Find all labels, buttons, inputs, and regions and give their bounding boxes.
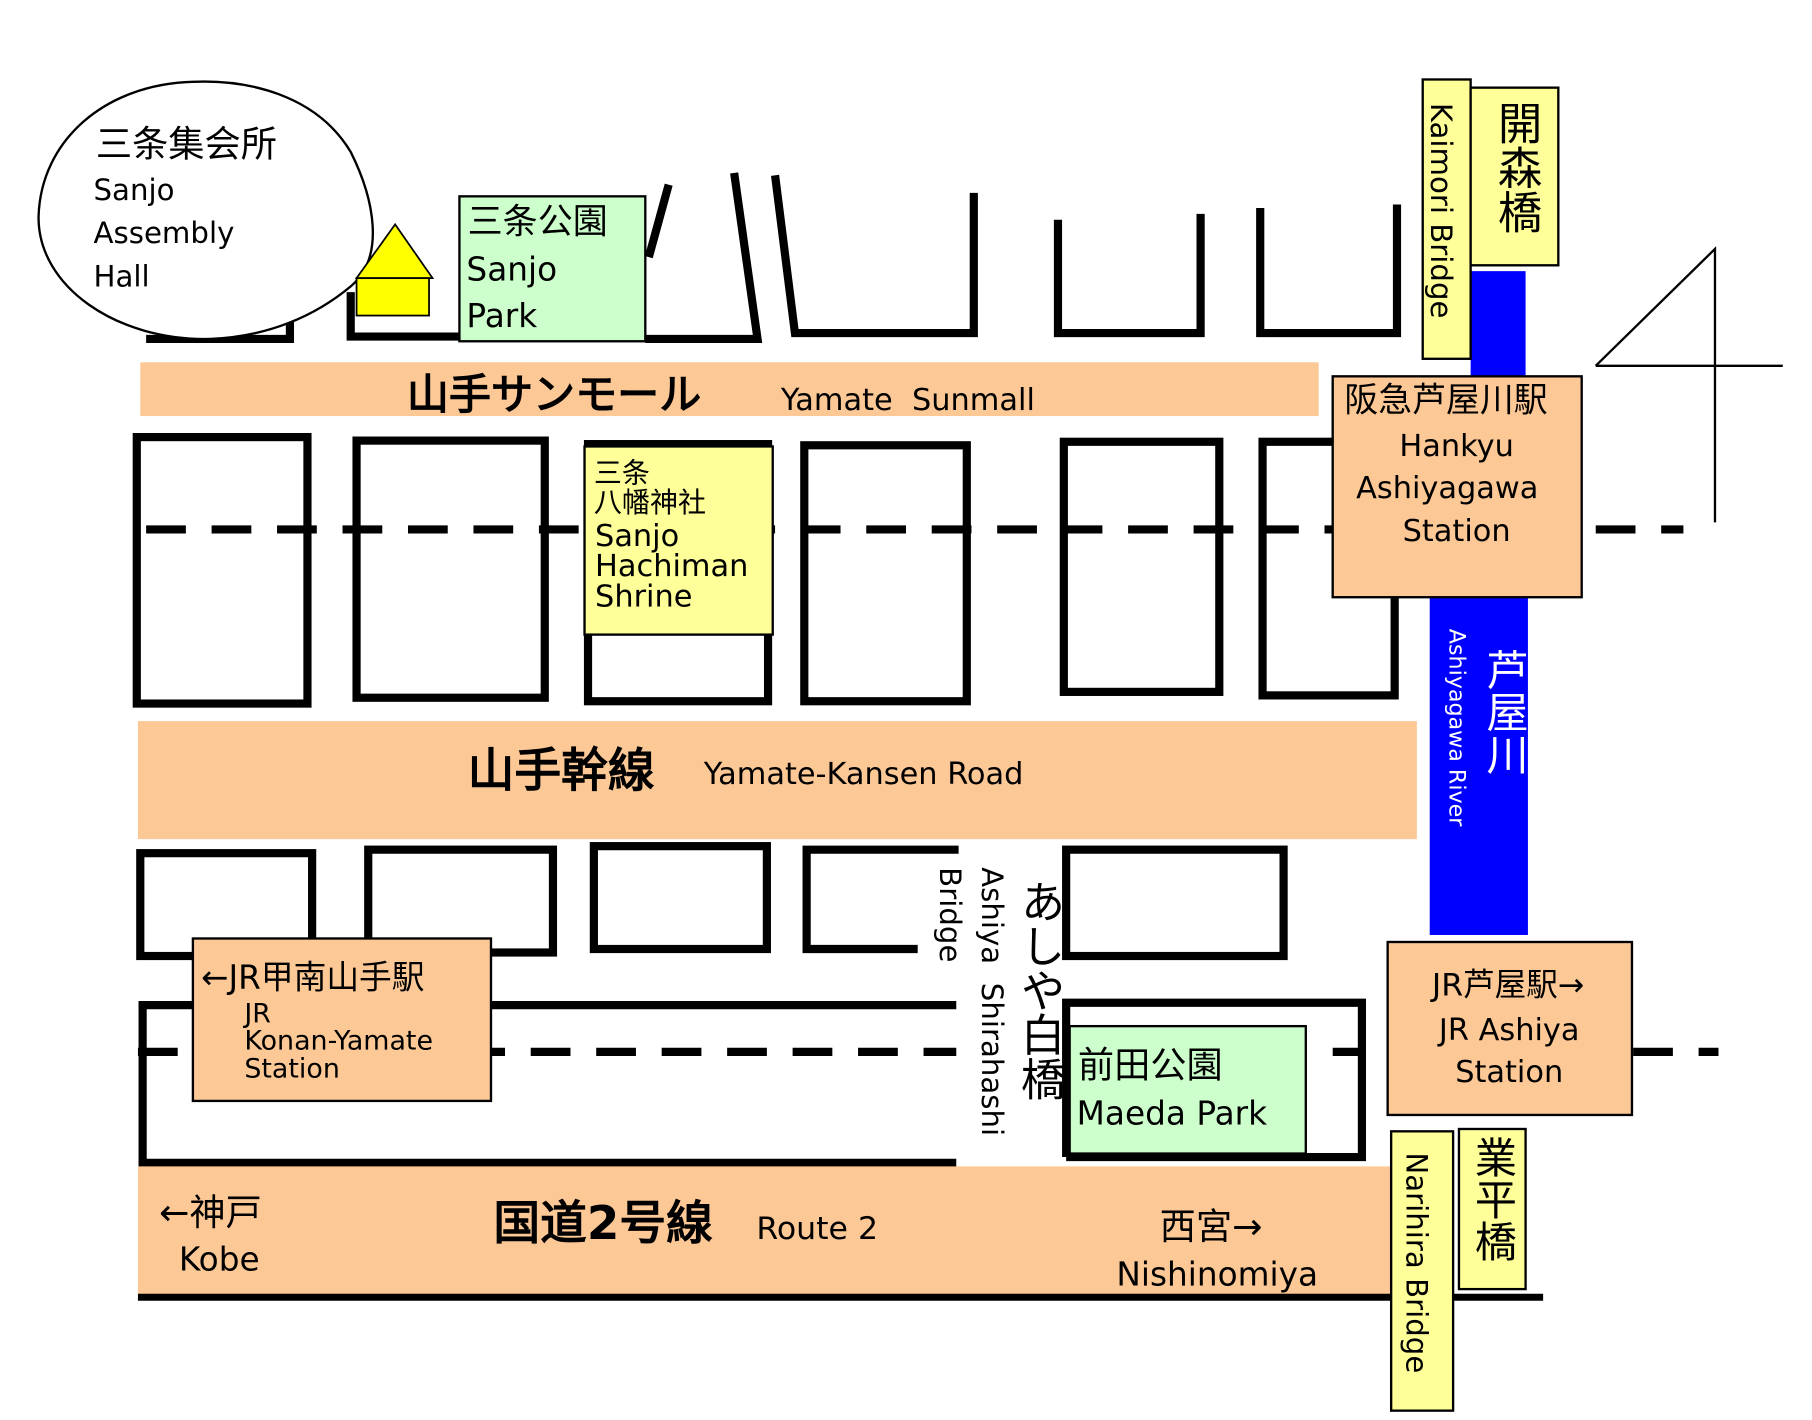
jr-ashiya-en2: Station [1455,1055,1563,1090]
shirahashi-en1: Ashiya Shirahashi [975,867,1009,1136]
river [1429,590,1528,935]
kaimori-bridge [1421,78,1472,360]
kansen-en: Yamate-Kansen Road [703,757,1024,792]
shrine-en3: Shrine [595,580,692,615]
jr-ashiya-ja: JR芦屋駅→ [1430,968,1584,1004]
river-north [1470,271,1526,383]
assembly-hall-bubble [37,80,375,341]
konan-station-ja: ←JR甲南山手駅 [201,959,424,997]
jr-konan-yamate-station [191,937,493,1103]
sanjo-park-en1: Sanjo [466,250,557,288]
narihira-bridge [1389,1130,1455,1412]
sanjo-park [458,195,647,343]
sunmall-en: Yamate Sunmall [780,383,1035,418]
shrine-ja1: 三条 [594,457,650,490]
sanjo-park-ja: 三条公園 [468,202,608,243]
kobe-en: Kobe [179,1240,260,1278]
kaimori-bridge-ja-box [1469,86,1560,267]
assembly-hall-en1: Sanjo [94,173,175,207]
konan-station-en1: JR [242,999,271,1030]
north-arrow-icon [1594,246,1783,523]
nishinomiya-ja: 西宮→ [1160,1205,1263,1248]
hankyu-station-en1: Hankyu [1399,429,1513,464]
shirahashi-en2: Bridge [933,867,967,962]
hankyu-station-en3: Station [1403,514,1511,549]
yamate-sunmall-road [140,362,1319,417]
maeda-park-ja: 前田公園 [1078,1044,1223,1087]
kansen-ja: 山手幹線 [468,745,655,799]
konan-station-en3: Station [244,1054,340,1085]
assembly-hall-ja: 三条集会所 [96,123,277,166]
maeda-park [1068,1024,1307,1155]
river-label-ja: 芦屋川 [1480,649,1529,775]
hankyu-ashiyagawa-station [1331,375,1583,599]
sanjo-hachiman-shrine [583,445,774,636]
narihira-bridge-ja: 業平橋 [1468,1136,1517,1262]
house-icon [354,222,435,317]
route-2-road [137,1166,1392,1295]
route2-en: Route 2 [756,1211,878,1247]
route2-ja: 国道2号線 [493,1197,713,1251]
jr-ashiya-station [1386,940,1634,1117]
maeda-park-en: Maeda Park [1077,1094,1267,1132]
konan-station-en2: Konan-Yamate [244,1026,433,1057]
sanjo-park-en2: Park [466,297,537,335]
hankyu-station-en2: Ashiyagawa [1356,471,1538,506]
jr-ashiya-en1: JR Ashiya [1437,1013,1580,1048]
shrine-en2: Hachiman [595,549,748,584]
sunmall-ja: 山手サンモール [407,370,701,419]
nishinomiya-en: Nishinomiya [1116,1256,1318,1294]
assembly-hall-en3: Hall [94,259,150,293]
river-label-en: Ashiyagawa River [1444,629,1470,828]
narihira-bridge-ja-box [1457,1127,1527,1291]
assembly-hall-en2: Assembly [94,216,235,250]
shirahashi-ja: あしや白橋 [1013,879,1064,1101]
kaimori-bridge-ja: 開森橋 [1490,101,1541,234]
yamate-kansen-road [137,721,1417,840]
hankyu-station-ja: 阪急芦屋川駅 [1344,380,1547,419]
shrine-en1: Sanjo [595,519,679,554]
kobe-ja: ←神戸 [159,1191,262,1234]
narihira-bridge-en: Narihira Bridge [1399,1152,1433,1373]
shrine-ja2: 八幡神社 [594,486,706,519]
kaimori-bridge-en: Kaimori Bridge [1424,103,1458,319]
